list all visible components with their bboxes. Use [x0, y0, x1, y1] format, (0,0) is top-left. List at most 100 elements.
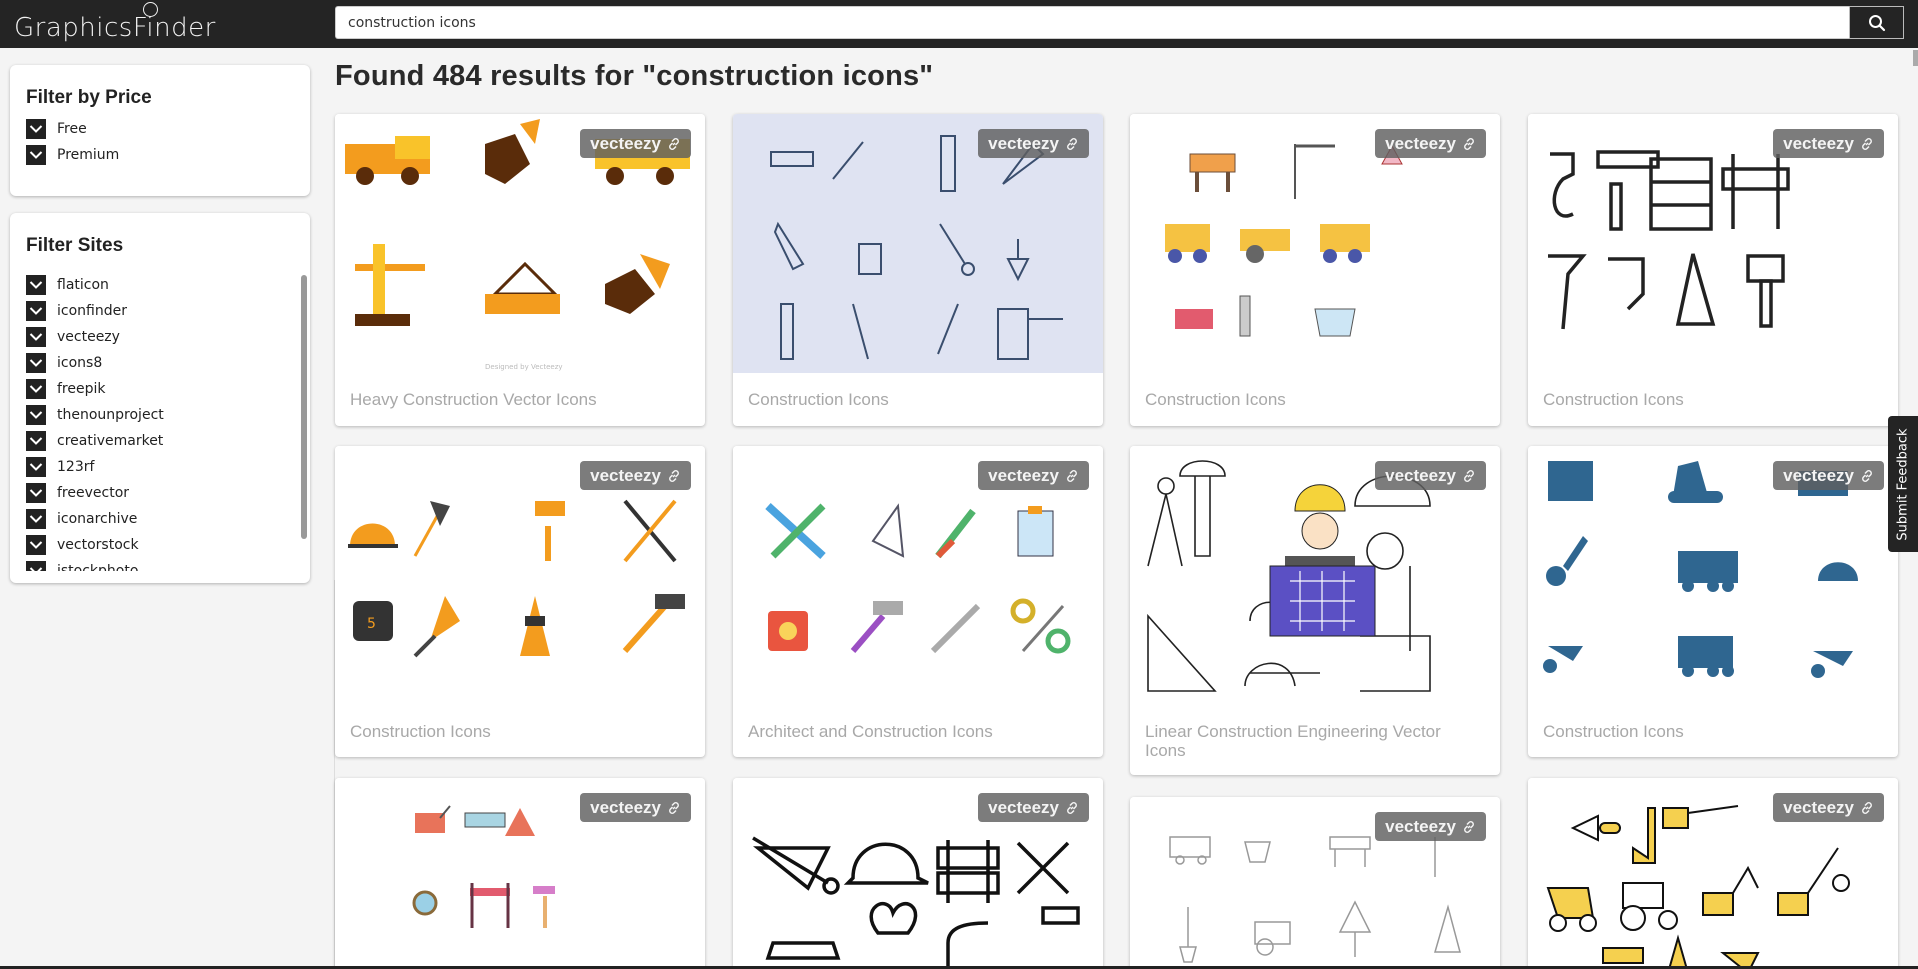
logo[interactable]: GraphicsFinder: [14, 2, 216, 43]
source-badge[interactable]: vecteezy: [580, 129, 691, 158]
result-card[interactable]: vecteezy: [733, 778, 1103, 969]
filter-site-creativemarket[interactable]: creativemarket: [26, 431, 163, 451]
checkbox-label: Premium: [57, 147, 120, 163]
filter-price-free[interactable]: Free: [26, 119, 87, 139]
content-divider: [334, 580, 335, 969]
filter-site-freepik[interactable]: freepik: [26, 379, 106, 399]
filter-site-flaticon[interactable]: flaticon: [26, 275, 109, 295]
checkbox-checked-icon[interactable]: [26, 379, 46, 399]
page-scrollbar[interactable]: [1913, 50, 1918, 66]
filter-sites-panel: Filter Sites flaticon iconfinder vecteez…: [10, 213, 310, 583]
source-badge[interactable]: vecteezy: [1375, 129, 1486, 158]
card-title[interactable]: Construction Icons: [350, 722, 491, 741]
source-badge[interactable]: vecteezy: [580, 461, 691, 490]
result-card[interactable]: vecteezy: [1130, 797, 1500, 969]
link-icon: [669, 469, 679, 482]
checkbox-checked-icon[interactable]: [26, 561, 46, 571]
search-button[interactable]: [1849, 6, 1904, 39]
link-icon: [1067, 137, 1077, 150]
result-card[interactable]: Designed by Vecteezy vecteezy Heavy Cons…: [335, 114, 705, 426]
card-title[interactable]: Construction Icons: [1145, 390, 1286, 409]
checkbox-checked-icon[interactable]: [26, 119, 46, 139]
filter-site-vecteezy[interactable]: vecteezy: [26, 327, 120, 347]
checkbox-checked-icon[interactable]: [26, 327, 46, 347]
link-icon: [1862, 801, 1872, 814]
submit-feedback-label: Submit Feedback: [1895, 427, 1911, 541]
checkbox-checked-icon[interactable]: [26, 509, 46, 529]
checkbox-label: Free: [57, 121, 87, 137]
result-card[interactable]: vecteezy: [1528, 778, 1898, 969]
link-icon: [1862, 137, 1872, 150]
card-title[interactable]: Construction Icons: [748, 390, 889, 409]
result-card[interactable]: vecteezy Construction Icons: [1130, 114, 1500, 426]
checkbox-label: vectorstock: [57, 537, 139, 553]
source-name: vecteezy: [590, 797, 661, 817]
result-card[interactable]: 5 vecteezy Construction Icons: [335, 446, 705, 757]
checkbox-label: 123rf: [57, 459, 95, 475]
logo-ring-icon: [143, 2, 158, 17]
source-name: vecteezy: [1783, 133, 1854, 153]
filter-price-premium[interactable]: Premium: [26, 145, 119, 165]
filter-site-istockphoto[interactable]: istockphoto: [26, 561, 138, 571]
source-badge[interactable]: vecteezy: [580, 793, 691, 822]
filter-site-icons8[interactable]: icons8: [26, 353, 102, 373]
checkbox-checked-icon[interactable]: [26, 145, 46, 165]
source-badge[interactable]: vecteezy: [1773, 793, 1884, 822]
filter-site-iconfinder[interactable]: iconfinder: [26, 301, 127, 321]
checkbox-checked-icon[interactable]: [26, 301, 46, 321]
source-name: vecteezy: [590, 465, 661, 485]
source-badge[interactable]: vecteezy: [978, 793, 1089, 822]
source-badge[interactable]: vecteezy: [978, 461, 1089, 490]
card-thumbnail[interactable]: [1528, 778, 1898, 969]
result-card[interactable]: vecteezy Construction Icons: [733, 114, 1103, 426]
result-card[interactable]: vecteezy Linear Construction Engineering…: [1130, 446, 1500, 775]
result-card[interactable]: vecteezy: [335, 778, 705, 969]
source-name: vecteezy: [1783, 797, 1854, 817]
filter-sites-title: Filter Sites: [26, 235, 124, 256]
checkbox-checked-icon[interactable]: [26, 535, 46, 555]
checkbox-label: freepik: [57, 381, 106, 397]
checkbox-checked-icon[interactable]: [26, 431, 46, 451]
filter-site-123rf[interactable]: 123rf: [26, 457, 94, 477]
checkbox-label: creativemarket: [57, 433, 164, 449]
card-thumbnail[interactable]: [733, 446, 1103, 705]
source-badge[interactable]: vecteezy: [1375, 812, 1486, 841]
card-title[interactable]: Architect and Construction Icons: [748, 722, 993, 741]
filter-site-freevector[interactable]: freevector: [26, 483, 129, 503]
card-title[interactable]: Heavy Construction Vector Icons: [350, 390, 597, 409]
checkbox-label: istockphoto: [57, 563, 139, 571]
checkbox-checked-icon[interactable]: [26, 483, 46, 503]
search-input[interactable]: [335, 6, 1850, 39]
source-badge[interactable]: vecteezy: [978, 129, 1089, 158]
card-title[interactable]: Construction Icons: [1543, 722, 1684, 741]
result-card[interactable]: vecteezy Construction Icons: [1528, 114, 1898, 426]
source-badge[interactable]: vecteezy: [1773, 129, 1884, 158]
filter-sites-list[interactable]: flaticon iconfinder vecteezy icons8 free…: [10, 269, 310, 571]
checkbox-checked-icon[interactable]: [26, 353, 46, 373]
link-icon: [1464, 820, 1474, 833]
svg-text:5: 5: [367, 616, 376, 632]
checkbox-label: iconarchive: [57, 511, 138, 527]
source-name: vecteezy: [988, 465, 1059, 485]
source-name: vecteezy: [1385, 465, 1456, 485]
filter-sites-scrollbar[interactable]: [301, 275, 307, 539]
filter-site-vectorstock[interactable]: vectorstock: [26, 535, 139, 555]
result-card[interactable]: vecteezy Architect and Construction Icon…: [733, 446, 1103, 757]
checkbox-checked-icon[interactable]: [26, 275, 46, 295]
top-header: GraphicsFinder: [0, 0, 1918, 48]
link-icon: [1862, 469, 1872, 482]
filter-site-thenounproject[interactable]: thenounproject: [26, 405, 164, 425]
submit-feedback-button[interactable]: Submit Feedback: [1888, 416, 1918, 552]
checkbox-checked-icon[interactable]: [26, 405, 46, 425]
source-name: vecteezy: [1385, 816, 1456, 836]
card-title[interactable]: Construction Icons: [1543, 390, 1684, 409]
filter-site-iconarchive[interactable]: iconarchive: [26, 509, 137, 529]
svg-text:Designed by Vecteezy: Designed by Vecteezy: [485, 363, 563, 371]
source-badge[interactable]: vecteezy: [1773, 461, 1884, 490]
result-card[interactable]: vecteezy Construction Icons: [1528, 446, 1898, 757]
checkbox-checked-icon[interactable]: [26, 457, 46, 477]
source-name: vecteezy: [1385, 133, 1456, 153]
source-badge[interactable]: vecteezy: [1375, 461, 1486, 490]
card-title[interactable]: Linear Construction Engineering Vector I…: [1145, 722, 1441, 760]
checkbox-label: flaticon: [57, 277, 109, 293]
